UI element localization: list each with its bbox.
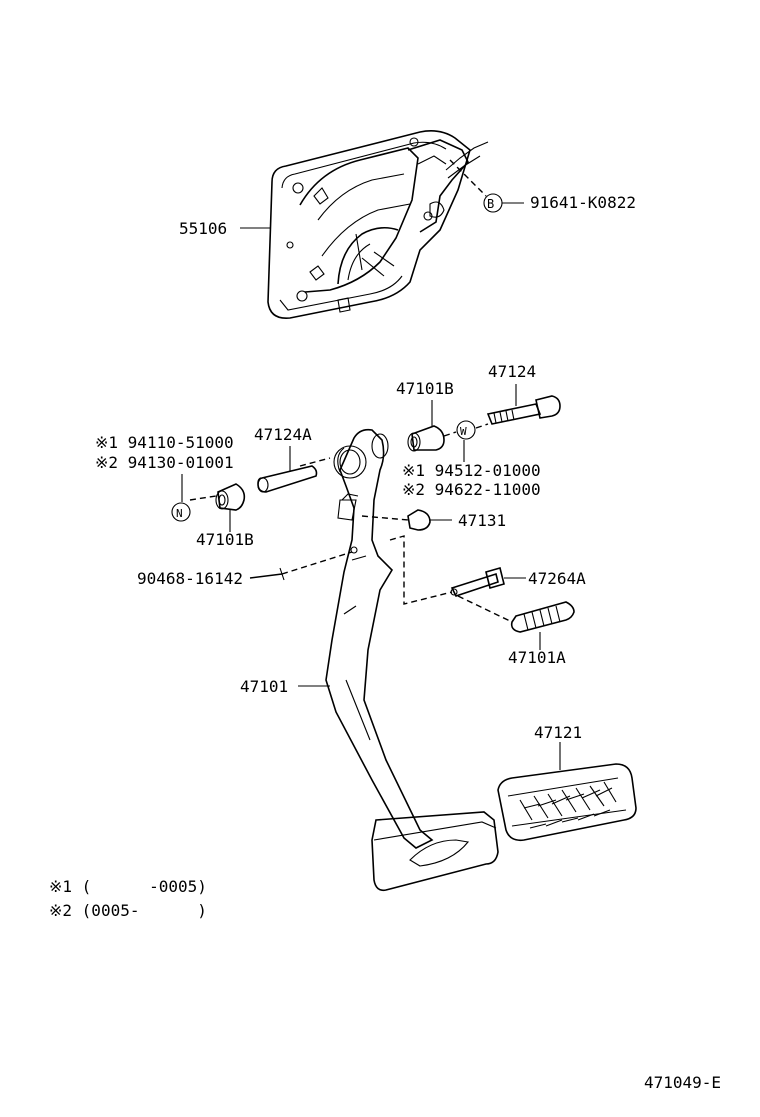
label-spring: 47101A: [508, 648, 566, 667]
pedal-bracket-drawing: [267, 130, 489, 319]
washer-symbol: W: [460, 425, 467, 438]
label-bracket: 55106: [179, 219, 227, 238]
label-washer-option1: ※1 94512-01000: [402, 461, 541, 480]
collar-drawing: [257, 465, 318, 493]
label-bolt-b: 91641-K0822: [530, 193, 636, 212]
pedal-pad-drawing: [497, 763, 637, 842]
svg-text:B: B: [487, 197, 494, 211]
label-stopper: 47131: [458, 511, 506, 530]
bolt-b-symbol: B: [483, 193, 503, 213]
label-pin: 90468-16142: [137, 569, 243, 588]
label-collar: 47124A: [254, 425, 312, 444]
nut-symbol: N: [171, 502, 191, 522]
label-bushing-left: 47101B: [196, 530, 254, 549]
label-nut-option2: ※2 94130-01001: [95, 453, 234, 472]
rod-drawing: [450, 567, 505, 597]
figure-id: 471049-E: [644, 1073, 721, 1092]
pin-drawing: [249, 567, 285, 581]
bolt-drawing: [486, 395, 561, 425]
label-pedal-arm: 47101: [240, 677, 288, 696]
pedal-arm-drawing: [325, 428, 499, 892]
label-pedal-pad: 47121: [534, 723, 582, 742]
spring-drawing: [510, 601, 575, 633]
label-nut-option1: ※1 94110-51000: [95, 433, 234, 452]
stopper-drawing: [407, 509, 431, 531]
note-2: ※2 (0005- ): [49, 901, 207, 920]
label-washer-option2: ※2 94622-11000: [402, 480, 541, 499]
svg-text:N: N: [176, 507, 183, 520]
note-1: ※1 ( -0005): [49, 877, 207, 896]
label-rod: 47264A: [528, 569, 586, 588]
label-bushing-top: 47101B: [396, 379, 454, 398]
leader-lines: [181, 159, 561, 770]
bushing-top-drawing: [407, 425, 445, 452]
label-bolt: 47124: [488, 362, 536, 381]
bushing-left-drawing: [215, 483, 246, 511]
washer-drawing: W: [456, 420, 476, 440]
